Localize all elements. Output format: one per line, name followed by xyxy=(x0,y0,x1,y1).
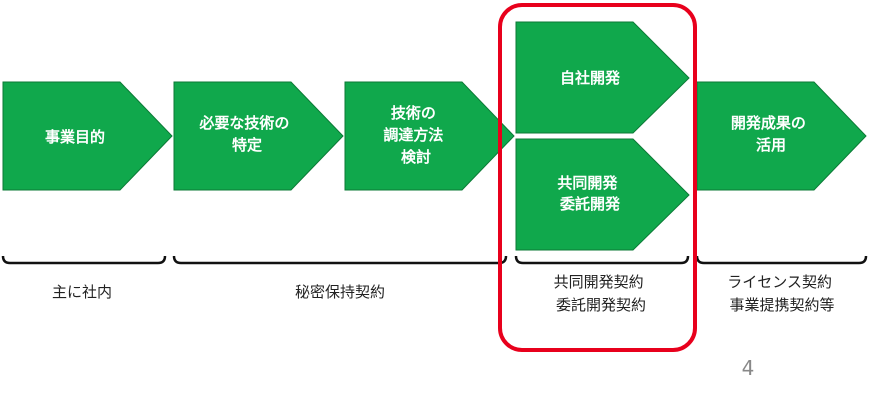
stage-arrow-joint-outsourced-development xyxy=(515,138,690,251)
stage-label-procurement-method: 技術の 調達方法 検討 xyxy=(383,104,448,166)
contract-label-licensing: ライセンス契約 事業提携契約等 xyxy=(727,273,836,314)
highlight-frame xyxy=(498,3,697,352)
stage-arrow-identify-technology xyxy=(173,81,344,191)
brace-licensing xyxy=(695,255,868,265)
contract-label-development-contracts: 共同開発契約 委託開発契約 xyxy=(554,273,649,314)
contract-label-in-house: 主に社内 xyxy=(52,283,112,301)
page-number: 4 xyxy=(742,356,755,380)
stage-label-utilization: 開発成果の 活用 xyxy=(731,114,811,154)
brace-in-house xyxy=(1,255,167,265)
contract-label-confidentiality: 秘密保持契約 xyxy=(295,283,385,301)
stage-arrow-in-house-development xyxy=(515,21,690,134)
stage-arrow-business-purpose xyxy=(2,81,173,191)
stage-label-business-purpose: 事業目的 xyxy=(45,128,105,146)
stage-label-joint-outsourced-development: 共同開発 委託開発 xyxy=(557,174,622,213)
stage-label-in-house-development: 自社開発 xyxy=(560,69,621,87)
stage-arrow-procurement-method xyxy=(344,81,515,191)
brace-development-contracts xyxy=(514,255,690,265)
brace-confidentiality xyxy=(172,255,508,265)
stage-label-identify-technology: 必要な技術の 特定 xyxy=(198,114,294,154)
